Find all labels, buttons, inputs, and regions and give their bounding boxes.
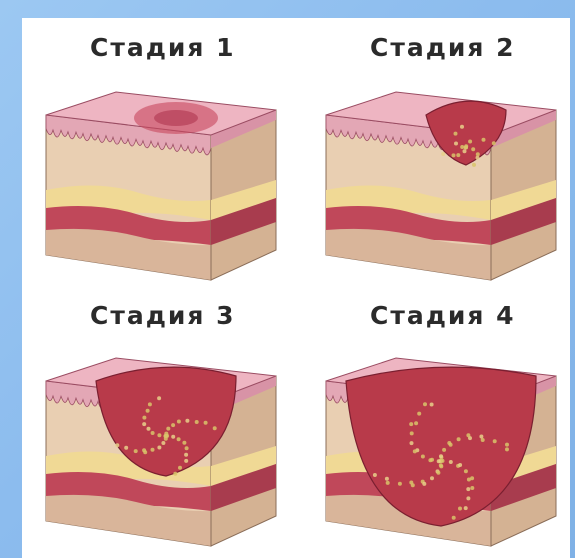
tissue-speck xyxy=(385,477,389,481)
tissue-speck xyxy=(147,427,151,431)
tissue-speck xyxy=(151,448,155,452)
tissue-speck xyxy=(182,441,186,445)
tissue-speck xyxy=(409,422,413,426)
tissue-speck xyxy=(398,482,402,486)
tissue-speck xyxy=(146,409,150,413)
tissue-speck xyxy=(185,446,189,450)
tissue-speck xyxy=(430,476,434,480)
tissue-speck xyxy=(436,471,440,475)
tissue-speck xyxy=(115,443,119,447)
tissue-speck xyxy=(470,486,474,490)
redness-center xyxy=(154,110,198,126)
tissue-speck xyxy=(492,141,496,145)
tissue-speck xyxy=(173,472,177,476)
tissue-speck xyxy=(157,446,161,450)
skin-block-stage-2 xyxy=(316,80,566,285)
tissue-speck xyxy=(482,138,486,142)
tissue-speck xyxy=(386,481,390,485)
tissue-speck xyxy=(454,132,458,136)
tissue-speck xyxy=(177,437,181,441)
tissue-speck xyxy=(142,416,146,420)
tissue-speck xyxy=(165,434,169,438)
tissue-speck xyxy=(373,473,377,477)
tissue-speck xyxy=(430,403,434,407)
tissue-speck xyxy=(142,422,146,426)
tissue-speck xyxy=(458,507,462,511)
tissue-speck xyxy=(171,435,175,439)
tissue-speck xyxy=(470,476,474,480)
skin-block-stage-4 xyxy=(316,346,566,551)
tissue-speck xyxy=(417,412,421,416)
stage-3-title: Стадия 3 xyxy=(90,301,236,330)
tissue-speck xyxy=(471,147,475,151)
tissue-speck xyxy=(463,149,467,153)
tissue-speck xyxy=(472,163,476,167)
tissue-speck xyxy=(413,449,417,453)
tissue-speck xyxy=(421,455,425,459)
tissue-speck xyxy=(195,420,199,424)
tissue-speck xyxy=(460,145,464,149)
tissue-speck xyxy=(414,421,418,425)
tissue-speck xyxy=(423,402,427,406)
tissue-speck xyxy=(466,496,470,500)
tissue-speck xyxy=(457,437,461,441)
tissue-speck xyxy=(493,439,497,443)
tissue-speck xyxy=(437,459,441,463)
skin-block-stage-3 xyxy=(36,346,286,551)
tissue-speck xyxy=(468,140,472,144)
tissue-speck xyxy=(166,427,170,431)
tissue-speck xyxy=(441,459,445,463)
tissue-speck xyxy=(481,438,485,442)
tissue-speck xyxy=(452,153,456,157)
tissue-speck xyxy=(177,420,181,424)
tissue-speck xyxy=(410,431,414,435)
tissue-speck xyxy=(452,516,456,520)
tissue-speck xyxy=(184,459,188,463)
tissue-speck xyxy=(411,483,415,487)
illustration-panel: Стадия 1 Стадия 2 Стадия 3 Стадия 4 xyxy=(22,18,570,558)
tissue-speck xyxy=(454,142,458,146)
tissue-speck xyxy=(476,156,480,160)
tissue-speck xyxy=(460,125,464,129)
tissue-speck xyxy=(466,433,470,437)
tissue-speck xyxy=(456,153,460,157)
tissue-speck xyxy=(442,448,446,452)
tissue-speck xyxy=(479,435,483,439)
tissue-speck xyxy=(464,469,468,473)
tissue-speck xyxy=(184,453,188,457)
tissue-speck xyxy=(185,419,189,423)
tissue-speck xyxy=(171,423,175,427)
tissue-speck xyxy=(143,450,147,454)
tissue-speck xyxy=(213,426,217,430)
tissue-speck xyxy=(464,146,468,150)
tissue-speck xyxy=(447,441,451,445)
stage-1-title: Стадия 1 xyxy=(90,33,236,62)
tissue-speck xyxy=(157,433,161,437)
tissue-speck xyxy=(134,449,138,453)
tissue-speck xyxy=(161,441,165,445)
skin-block-stage-1 xyxy=(36,80,286,285)
stage-2-title: Стадия 2 xyxy=(370,33,516,62)
tissue-speck xyxy=(505,443,509,447)
tissue-speck xyxy=(124,446,128,450)
tissue-speck xyxy=(178,466,182,470)
stage-4-title: Стадия 4 xyxy=(370,301,516,330)
tissue-speck xyxy=(204,421,208,425)
tissue-speck xyxy=(439,454,443,458)
tissue-speck xyxy=(148,402,152,406)
tissue-speck xyxy=(410,441,414,445)
tissue-speck xyxy=(441,152,445,156)
tissue-speck xyxy=(428,458,432,462)
tissue-speck xyxy=(449,460,453,464)
tissue-speck xyxy=(466,487,470,491)
tissue-speck xyxy=(505,447,509,451)
tissue-speck xyxy=(476,152,480,156)
tissue-speck xyxy=(422,482,426,486)
tissue-speck xyxy=(157,396,161,400)
tissue-speck xyxy=(464,506,468,510)
tissue-speck xyxy=(458,463,462,467)
tissue-speck xyxy=(151,431,155,435)
tissue-speck xyxy=(439,464,443,468)
